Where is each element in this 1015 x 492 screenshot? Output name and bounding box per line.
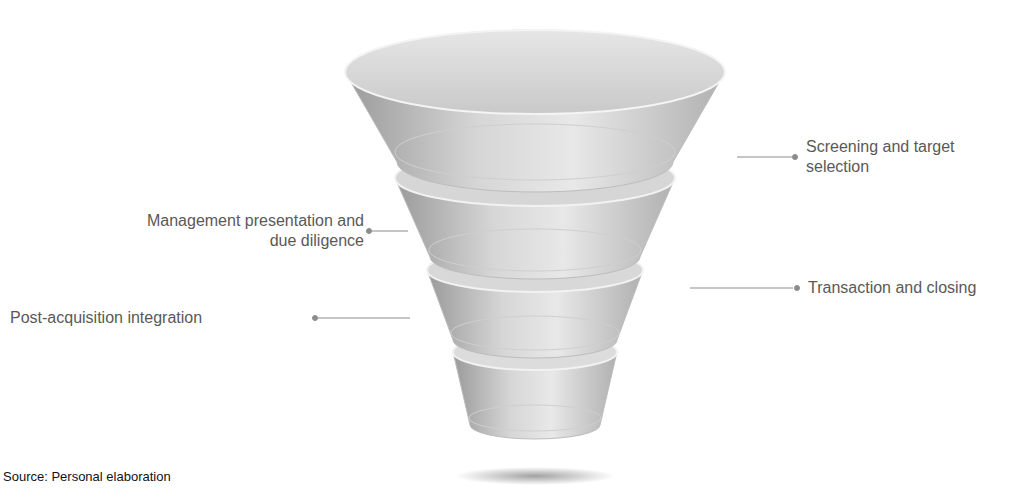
stage-label: Transaction and closing	[808, 278, 1008, 298]
leader-lines	[313, 155, 800, 321]
source-caption: Source: Personal elaboration	[3, 469, 171, 485]
stage-label: Post-acquisition integration	[10, 308, 310, 328]
stage-label: Management presentation and due diligenc…	[124, 211, 364, 251]
stage-label: Screening and target selection	[806, 137, 996, 177]
